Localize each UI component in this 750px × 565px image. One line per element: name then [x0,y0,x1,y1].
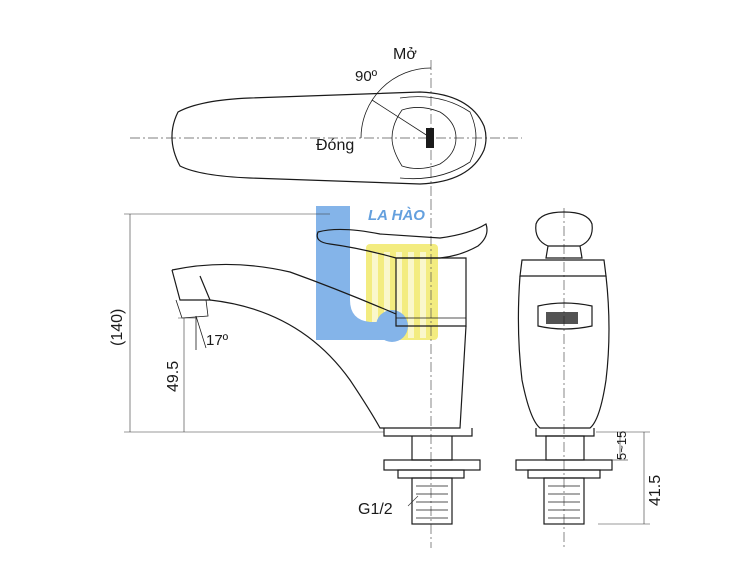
watermark-logo: LA HÀO [316,206,438,342]
dimension-range: 5~15 [614,431,629,460]
label-closed: Đóng [316,137,354,154]
side-view: 17º (140) 49.5 G1/2 [109,200,488,548]
label-open: Mở [393,46,417,63]
front-view: 5~15 41.5 [515,208,664,548]
watermark-text: LA HÀO [368,207,425,224]
brand-mark [426,128,434,148]
top-view: Mở 90º Đóng [130,46,522,200]
label-thread: G1/2 [358,501,393,518]
dimension-total-height: (140) [109,309,126,346]
label-spout-angle: 17º [206,332,229,349]
rotation-arc [360,67,432,139]
dimension-outlet-height: 49.5 [165,361,182,392]
aerator [537,302,593,330]
watermark-blue-shape [316,206,398,340]
dimension-shank: 41.5 [647,475,664,506]
label-angle-90: 90º [355,68,378,85]
